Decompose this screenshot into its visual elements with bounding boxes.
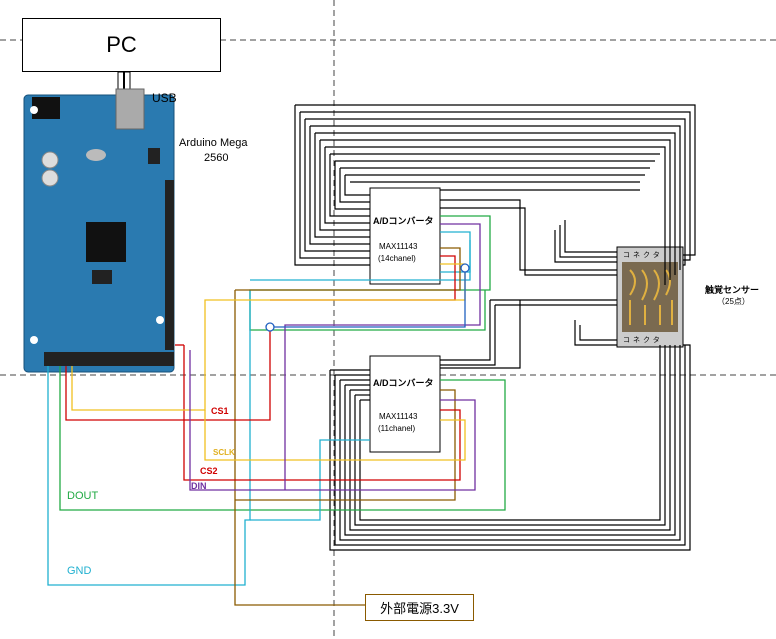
sensor-label: 触覚センサー <box>705 285 760 295</box>
pc-label: PC <box>106 32 137 57</box>
adc1-model: MAX11143 <box>379 242 418 251</box>
adc1-channels: (14chanel) <box>378 254 416 263</box>
adc2-channels: (11chanel) <box>378 424 416 433</box>
din-label: DIN <box>191 481 207 491</box>
sensor-connector-top: コネクタ <box>623 252 663 259</box>
gnd-label: GND <box>67 565 92 577</box>
arduino-name-line2: 2560 <box>204 152 229 164</box>
cs2-label: CS2 <box>200 466 218 476</box>
adc2-title: A/Dコンバータ <box>373 378 434 388</box>
power-label: 外部電源3.3V <box>380 601 459 616</box>
power-wire <box>234 247 461 606</box>
usb-label: USB <box>152 91 177 105</box>
dout-label: DOUT <box>67 490 99 502</box>
adc2-chip <box>369 355 441 453</box>
sensor-connector-bottom: コネクタ <box>623 337 663 344</box>
adc1-chip <box>369 187 441 285</box>
adc1-title: A/Dコンバータ <box>373 216 434 226</box>
adc2-model: MAX11143 <box>379 412 418 421</box>
sclk-label: SCLK <box>213 448 235 457</box>
power-box: 外部電源3.3V <box>365 594 474 621</box>
pc-box: PC <box>22 18 221 72</box>
blue-wire <box>265 263 470 332</box>
arduino-name-line1: Arduino Mega <box>179 137 248 149</box>
sensor-points: （25点） <box>717 297 750 306</box>
arduino-board <box>23 88 175 373</box>
din-wire <box>189 223 481 491</box>
cs1-label: CS1 <box>211 406 229 416</box>
tactile-sensor <box>616 246 684 348</box>
